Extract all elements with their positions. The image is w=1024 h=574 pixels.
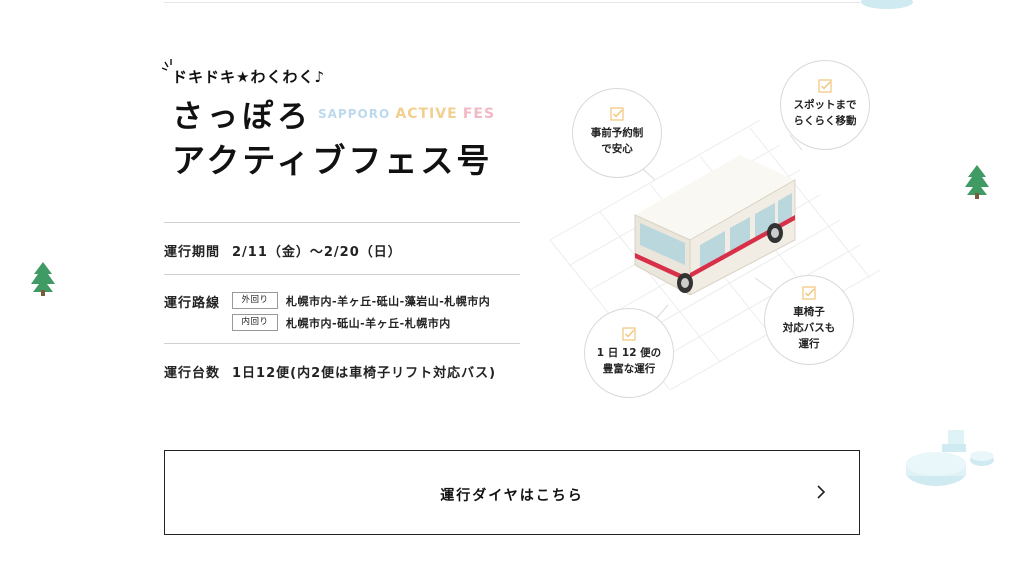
bus-illustration: 事前予約制 で安心 スポットまで らくらく移動 車椅子 対応バスも 運行 1 日… (540, 50, 920, 410)
info-route-label: 運行路線 (164, 296, 221, 311)
route-inner-tag: 内回り (232, 314, 278, 331)
feature-bubble-easy-travel: スポットまで らくらく移動 (780, 60, 870, 150)
checkbox-icon (802, 286, 816, 300)
route-list: 外回り 札幌市内-羊ヶ丘-砥山-藻岩山-札幌市内 内回り 札幌市内-砥山-羊ヶ丘… (232, 292, 490, 336)
feature-text-easy-travel: スポットまで らくらく移動 (793, 99, 857, 127)
hero-title-line-2: アクティブフェス号 (172, 141, 493, 180)
route-outer: 外回り 札幌市内-羊ヶ丘-砥山-藻岩山-札幌市内 (232, 292, 490, 309)
feature-text-wheelchair: 車椅子 対応バスも 運行 (782, 306, 836, 350)
brand-wordmark-part-3: FES (462, 106, 496, 122)
info-route-row: 運行路線 外回り 札幌市内-羊ヶ丘-砥山-藻岩山-札幌市内 内回り 札幌市内-砥… (164, 274, 520, 344)
info-period-row: 運行期間 2/11（金）～2/20（日） (164, 222, 520, 275)
checkbox-icon (610, 107, 624, 121)
bus-icon (634, 155, 796, 295)
ice-bench-icon (906, 430, 994, 486)
pine-tree-icon (31, 262, 55, 296)
feature-text-reservation: 事前予約制 で安心 (590, 127, 644, 155)
route-outer-tag: 外回り (232, 292, 278, 309)
info-buses-label: 運行台数 (164, 366, 221, 381)
hero-tagline: ドキドキ★わくわく♪ (172, 68, 326, 86)
route-inner-value: 札幌市内-砥山-羊ヶ丘-札幌市内 (286, 316, 451, 330)
pine-tree-icon (965, 165, 989, 199)
info-period-value: 2/11（金）～2/20（日） (232, 245, 402, 260)
hero-title-line-1: さっぽろ (172, 99, 312, 135)
checkbox-icon (622, 327, 636, 341)
feature-text-frequency: 1 日 12 便の 豊富な運行 (596, 347, 662, 375)
brand-wordmark-part-1: SAPPORO (318, 107, 391, 121)
sparkle-lines-icon (161, 59, 172, 71)
feature-bubble-reservation: 事前予約制 で安心 (572, 88, 662, 178)
brand-wordmark: SAPPORO ACTIVE FES (318, 106, 495, 122)
info-period-label: 運行期間 (164, 245, 221, 260)
route-inner: 内回り 札幌市内-砥山-羊ヶ丘-札幌市内 (232, 314, 490, 331)
chevron-right-icon (817, 485, 826, 499)
feature-bubble-wheelchair: 車椅子 対応バスも 運行 (764, 275, 854, 365)
top-divider (164, 2, 860, 3)
route-outer-value: 札幌市内-羊ヶ丘-砥山-藻岩山-札幌市内 (286, 294, 491, 308)
timetable-link-label: 運行ダイヤはこちら (440, 488, 584, 504)
timetable-link-button[interactable]: 運行ダイヤはこちら (164, 450, 860, 535)
checkbox-icon (818, 79, 832, 93)
feature-bubble-frequency: 1 日 12 便の 豊富な運行 (584, 308, 674, 398)
ice-floe-icon (861, 0, 913, 9)
brand-wordmark-part-2: ACTIVE (395, 106, 458, 122)
info-buses-value: 1日12便(内2便は車椅子リフト対応バス) (232, 366, 497, 381)
info-buses-row: 運行台数 1日12便(内2便は車椅子リフト対応バス) (164, 343, 520, 394)
